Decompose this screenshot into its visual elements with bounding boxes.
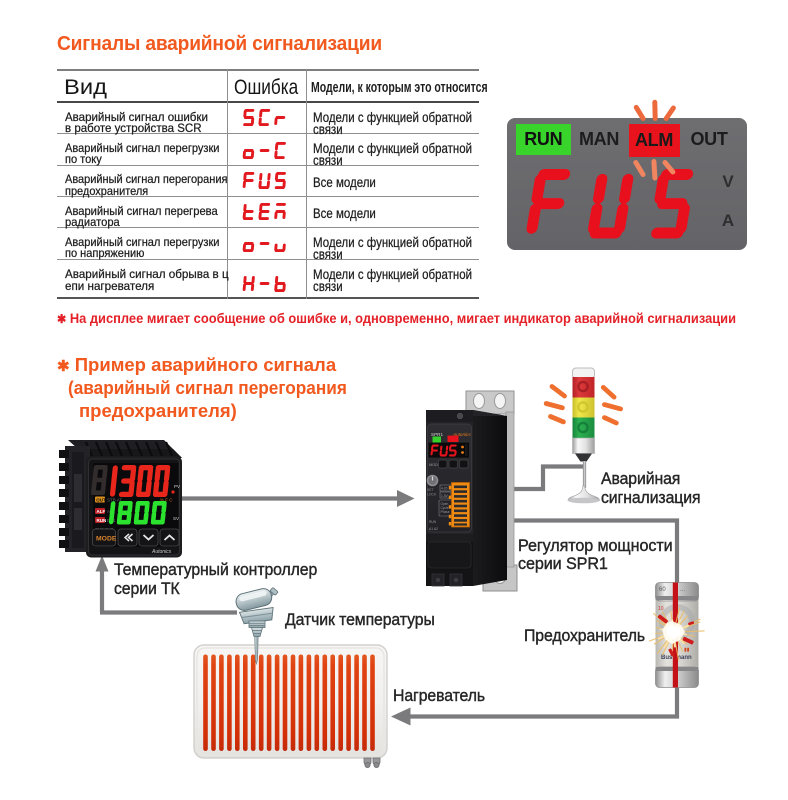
svg-text:RUN: RUN xyxy=(429,520,437,524)
svg-text:Open: Open xyxy=(441,502,449,506)
svg-text:OUT: OUT xyxy=(96,497,106,502)
svg-text:▮▮: ▮▮ xyxy=(684,647,690,653)
svg-text:STB AT: STB AT xyxy=(107,497,122,502)
svg-text:Autonics: Autonics xyxy=(151,549,172,555)
svg-text:1-5V: 1-5V xyxy=(441,494,449,498)
svg-text:% F C: % F C xyxy=(160,497,173,502)
svg-text:Autonics: Autonics xyxy=(452,432,471,437)
svg-text:4-20: 4-20 xyxy=(441,487,448,491)
svg-text:SPR1: SPR1 xyxy=(431,432,443,437)
svg-text:10: 10 xyxy=(658,606,664,612)
svg-text:Cycle: Cycle xyxy=(441,506,449,510)
svg-text:A1 A2: A1 A2 xyxy=(429,527,438,531)
svg-text:MODE: MODE xyxy=(96,536,117,543)
svg-text:...: ... xyxy=(680,587,685,593)
svg-text:60: 60 xyxy=(659,587,666,593)
svg-text:LOCK: LOCK xyxy=(427,493,437,497)
svg-text:RUN: RUN xyxy=(97,518,107,523)
svg-text:ALF: ALF xyxy=(97,509,106,514)
svg-text:SET: SET xyxy=(427,488,434,492)
svg-text:SV: SV xyxy=(173,516,179,521)
svg-text:PV: PV xyxy=(174,484,180,489)
svg-text:MODE: MODE xyxy=(429,463,441,467)
svg-text:Phase: Phase xyxy=(441,510,450,514)
